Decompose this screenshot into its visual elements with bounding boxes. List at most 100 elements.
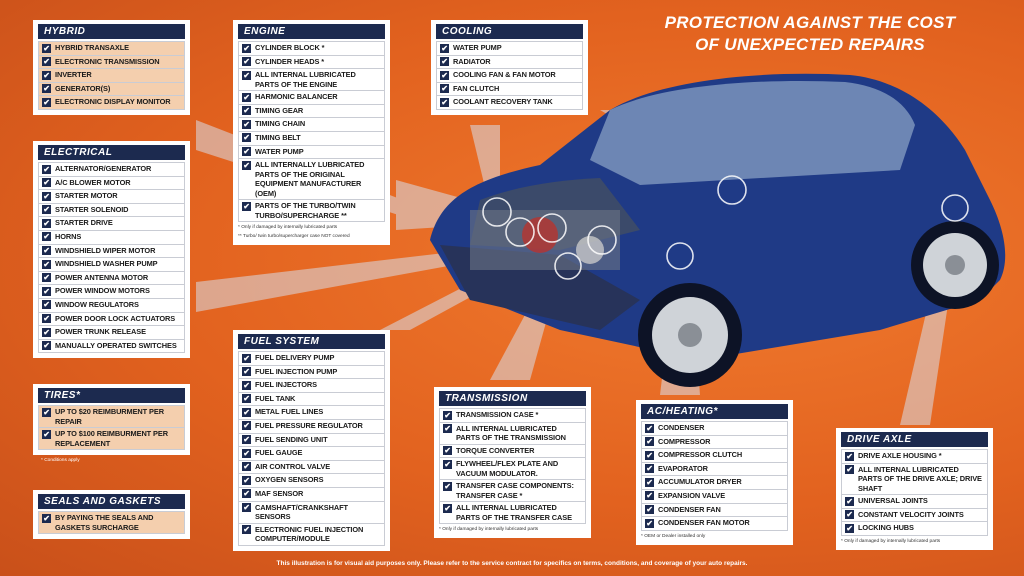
checkmark-icon: ✔	[242, 407, 251, 417]
drive-item-list: ✔DRIVE AXLE HOUSING *✔ALL INTERNAL LUBRI…	[841, 449, 988, 536]
list-item-label: INVERTER	[55, 70, 92, 80]
list-item-label: ALTERNATOR/GENERATOR	[55, 164, 152, 173]
transmission-item-list: ✔TRANSMISSION CASE *✔ALL INTERNAL LUBRIC…	[439, 408, 586, 525]
fuel-panel-title: FUEL SYSTEM	[238, 334, 385, 349]
drive-axle-panel: DRIVE AXLE✔DRIVE AXLE HOUSING *✔ALL INTE…	[836, 428, 993, 550]
list-item: ✔CONDENSER	[641, 421, 788, 436]
ac-item-list: ✔CONDENSER✔COMPRESSOR✔COMPRESSOR CLUTCH✔…	[641, 421, 788, 531]
list-item-label: HORNS	[55, 231, 82, 241]
list-item: ✔ELECTRONIC FUEL INJECTION COMPUTER/MODU…	[238, 522, 385, 546]
list-item: ✔FAN CLUTCH	[436, 81, 583, 97]
checkmark-icon: ✔	[242, 92, 251, 102]
list-item: ✔STARTER MOTOR	[38, 189, 185, 204]
list-item-label: RADIATOR	[453, 56, 491, 66]
headline: PROTECTION AGAINST THE COST OF UNEXPECTE…	[640, 12, 980, 56]
list-item-label: METAL FUEL LINES	[255, 407, 324, 417]
list-item: ✔WINDOW REGULATORS	[38, 297, 185, 313]
checkmark-icon: ✔	[645, 450, 654, 460]
list-item-label: STARTER SOLENOID	[55, 204, 129, 214]
seals-panel-title: SEALS AND GASKETS	[38, 494, 185, 509]
list-item-label: UP TO $100 REIMBURMENT PER REPLACEMENT	[55, 429, 168, 448]
list-item-label: HYBRID TRANSAXLE	[55, 43, 129, 52]
engine-panel-title: ENGINE	[238, 24, 385, 39]
checkmark-icon: ✔	[42, 232, 51, 242]
list-item-label: LOCKING HUBS	[858, 523, 914, 533]
list-item: ✔WATER PUMP	[238, 144, 385, 160]
tires-panel-title: TIRES*	[38, 388, 185, 403]
list-item: ✔ COMPRESSOR CLUTCH	[641, 448, 788, 463]
list-item: ✔POWER TRUNK RELEASE	[38, 325, 185, 340]
engine-footnote: ** Turbo/ twin turbo/supercharger case N…	[238, 234, 350, 240]
checkmark-icon: ✔	[443, 424, 452, 434]
fuel-panel: FUEL SYSTEM ✔FUEL DELIVERY PUMP✔FUEL INJE…	[233, 330, 390, 551]
checkmark-icon: ✔	[242, 43, 251, 53]
list-item: ✔RADIATOR	[436, 54, 583, 70]
list-item: ✔ FUEL PRESSURE REGULATOR	[238, 418, 385, 434]
tires-item-list: ✔UP TO $20 REIMBURMENT PER REPAIR✔UP TO …	[38, 405, 185, 450]
checkmark-icon: ✔	[242, 367, 251, 377]
list-item: ✔A/C BLOWER MOTOR	[38, 175, 185, 191]
list-item: ✔ALL INTERNAL LUBRICATED PARTS OF THE TR…	[439, 421, 586, 445]
checkmark-icon: ✔	[645, 518, 654, 528]
list-item: ✔ ELECTRONIC DISPLAY MONITOR	[38, 95, 185, 110]
checkmark-icon: ✔	[42, 97, 51, 107]
list-item: ✔LOCKING HUBS	[841, 521, 988, 536]
list-item: ✔UP TO $20 REIMBURMENT PER REPAIR	[38, 405, 185, 428]
checkmark-icon: ✔	[845, 496, 854, 506]
checkmark-icon: ✔	[42, 191, 51, 201]
hybrid-panel-title: HYBRID	[38, 24, 185, 39]
list-item: ✔COMPRESSOR	[641, 434, 788, 450]
list-item: ✔POWER WINDOW MOTORS	[38, 284, 185, 299]
engine-footnote: * Only if damaged by internally lubricat…	[238, 225, 338, 231]
checkmark-icon: ✔	[242, 380, 251, 390]
list-item: ✔INVERTER	[38, 68, 185, 83]
transmission-panel-title: TRANSMISSION	[439, 391, 586, 406]
drive-footnote: * Only if damaged by internally lubricat…	[841, 538, 941, 544]
list-item: ✔EXPANSION VALVE	[641, 488, 788, 504]
checkmark-icon: ✔	[242, 489, 251, 499]
list-item: ✔UP TO $100 REIMBURMENT PER REPLACEMENT	[38, 427, 185, 450]
list-item: ✔ MAF SENSOR	[238, 486, 385, 502]
list-item: ✔HARMONIC BALANCER	[238, 90, 385, 105]
list-item: ✔ METAL FUEL LINES	[238, 405, 385, 420]
list-item-label: ALL INTERNAL LUBRICATED PARTS OF THE ENG…	[255, 70, 356, 89]
list-item-label: COOLANT RECOVERY TANK	[453, 97, 553, 107]
checkmark-icon: ✔	[242, 503, 251, 513]
list-item-label: FUEL PRESSURE REGULATOR	[255, 420, 363, 430]
list-item: ✔POWER ANTENNA MOTOR	[38, 270, 185, 286]
list-item-label: AIR CONTROL VALVE	[255, 461, 331, 471]
list-item-label: POWER TRUNK RELEASE	[55, 327, 146, 337]
hybrid-panel: HYBRID✔HYBRID TRANSAXLE✔ELECTRONIC TRANS…	[33, 20, 190, 115]
list-item: ✔FUEL TANK	[238, 391, 385, 407]
list-item: ✔BY PAYING THE SEALS AND GASKETS SURCHAR…	[38, 511, 185, 534]
ac-panel-title: AC/HEATING*	[641, 404, 788, 419]
checkmark-icon: ✔	[443, 446, 452, 456]
list-item-label: EXPANSION VALVE	[658, 490, 726, 500]
list-item: ✔COOLANT RECOVERY TANK	[436, 95, 583, 110]
list-item: ✔FUEL GAUGE	[238, 446, 385, 461]
fuel-item-list: ✔FUEL DELIVERY PUMP✔FUEL INJECTION PUMP✔…	[238, 351, 385, 546]
tires-panel: TIRES* ✔UP TO $20 REIMBURMENT PER REPAIR✔…	[33, 384, 190, 463]
list-item-label: WINDSHIELD WIPER MOTOR	[55, 245, 156, 255]
checkmark-icon: ✔	[42, 314, 51, 324]
checkmark-icon: ✔	[42, 205, 51, 215]
checkmark-icon: ✔	[242, 421, 251, 431]
checkmark-icon: ✔	[242, 119, 251, 129]
list-item-label: COMPRESSOR CLUTCH	[658, 450, 743, 460]
engine-item-list: ✔CYLINDER BLOCK *✔CYLINDER HEADS *✔ALL I…	[238, 41, 385, 223]
list-item-label: WATER PUMP	[453, 43, 502, 52]
checkmark-icon: ✔	[42, 84, 51, 94]
list-item-label: TIMING GEAR	[255, 105, 304, 115]
ac-heating-panel: AC/HEATING*✔CONDENSER✔COMPRESSOR✔COMPRES…	[636, 400, 793, 545]
list-item-label: TRANSFER CASE COMPONENTS: TRANSFER CASE …	[456, 481, 574, 500]
checkmark-icon: ✔	[42, 259, 51, 269]
footer-disclaimer: This illustration is for visual aid purp…	[276, 560, 748, 567]
list-item: ✔HYBRID TRANSAXLE	[38, 41, 185, 56]
checkmark-icon: ✔	[42, 178, 51, 188]
list-item-label: CONSTANT VELOCITY JOINTS	[858, 509, 964, 519]
checkmark-icon: ✔	[42, 286, 51, 296]
list-item-label: MAF SENSOR	[255, 488, 304, 498]
list-item-label: ELECTRONIC DISPLAY MONITOR	[55, 97, 171, 107]
transmission-panel: TRANSMISSION ✔TRANSMISSION CASE *✔ALL INT…	[434, 387, 591, 539]
